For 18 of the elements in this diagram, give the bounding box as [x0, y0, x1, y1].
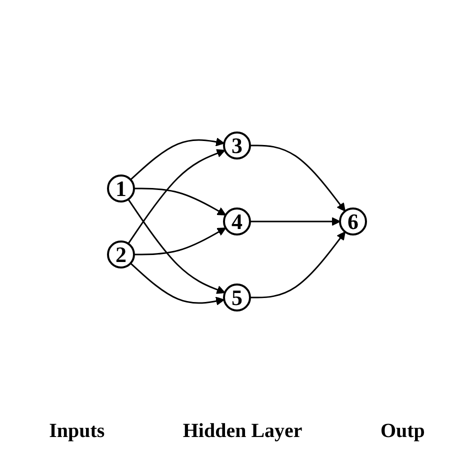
- node-circle: 1: [107, 174, 135, 202]
- arrow: [250, 231, 346, 298]
- arrow: [128, 198, 226, 294]
- arrow: [134, 188, 226, 216]
- node-circle: 5: [223, 284, 251, 312]
- arrow: [130, 138, 225, 180]
- arrow: [130, 262, 225, 306]
- arrow: [250, 217, 340, 226]
- arrow: [250, 144, 346, 212]
- node-circle: 4: [223, 208, 251, 236]
- node-circle: 2: [107, 240, 135, 268]
- arrow: [134, 228, 226, 256]
- node-circle: 6: [339, 208, 367, 236]
- arrow: [128, 149, 226, 244]
- layer-label: Outp: [380, 420, 425, 442]
- node-circle: 3: [223, 132, 251, 160]
- layer-label: Inputs: [49, 420, 105, 442]
- layer-label: Hidden Layer: [182, 420, 302, 442]
